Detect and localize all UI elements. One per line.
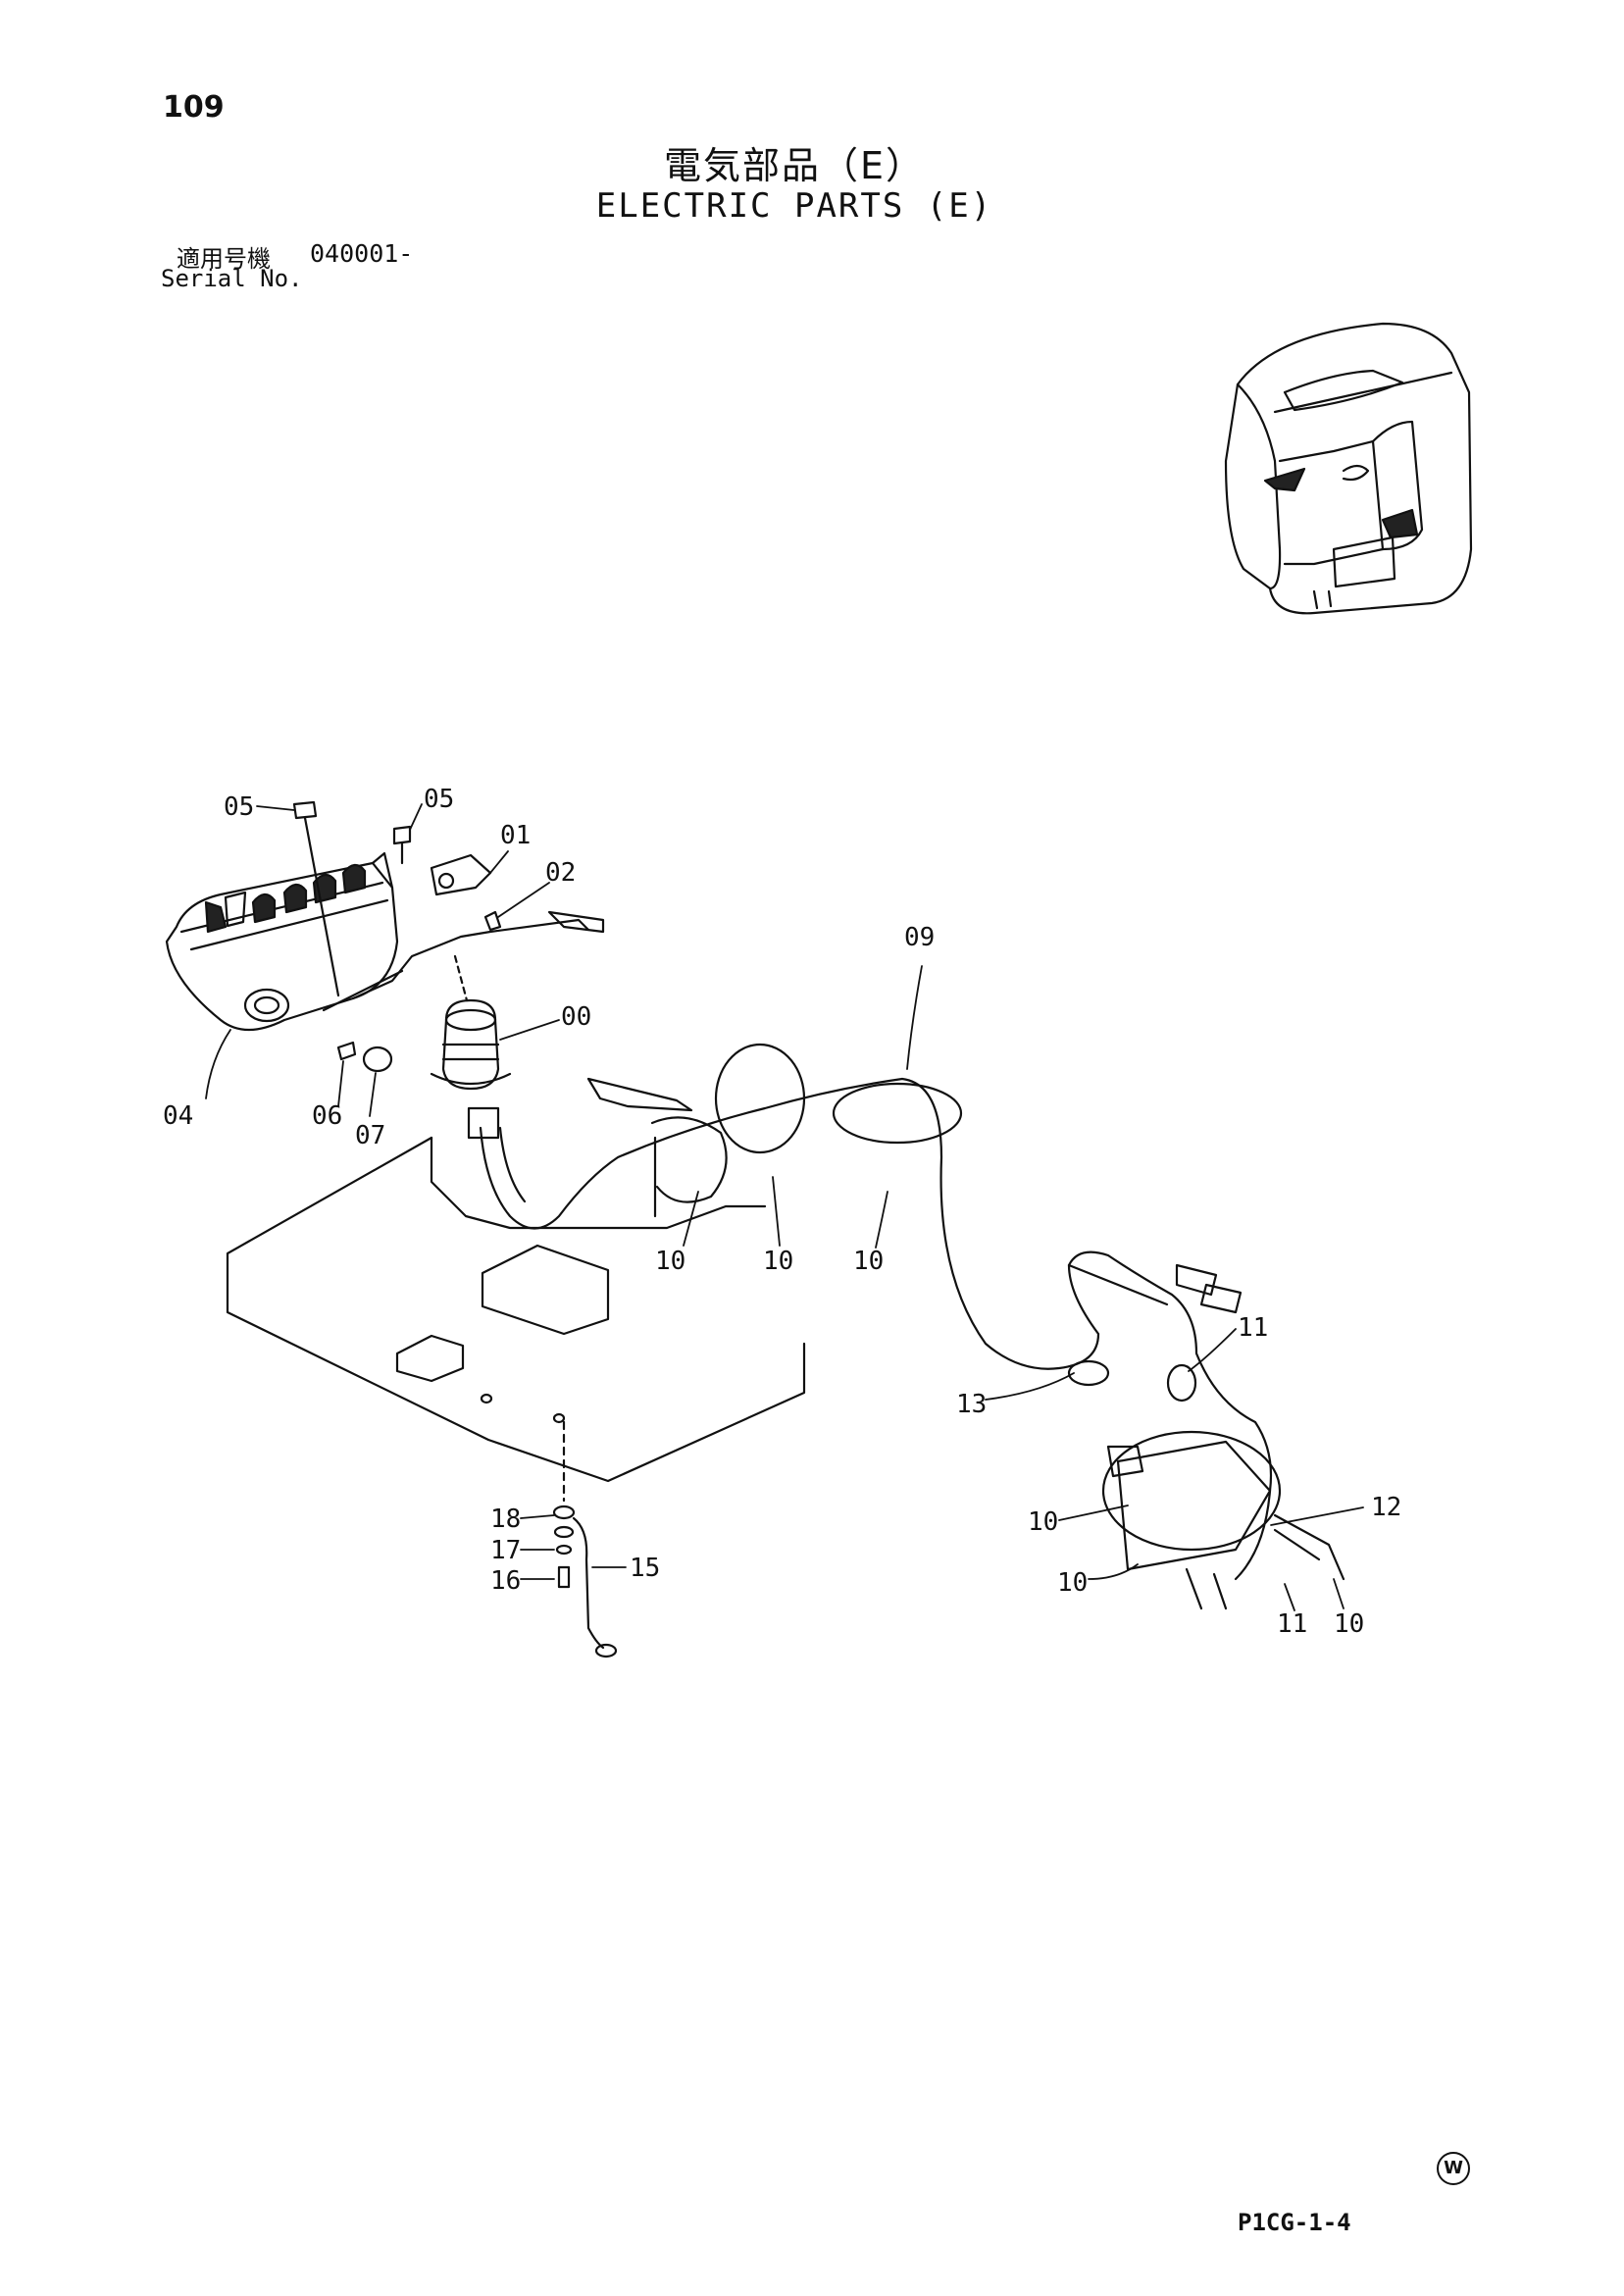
- footer-page-code: P1CG-1-4: [1238, 2209, 1351, 2236]
- callout-10a: 10: [655, 1247, 685, 1276]
- callout-11a: 11: [1238, 1313, 1268, 1343]
- key-switch-part-00: [430, 954, 512, 1091]
- bolt-part-05a: [292, 800, 340, 997]
- callout-04: 04: [163, 1101, 193, 1131]
- page-title-en: ELECTRIC PARTS (E): [595, 186, 993, 226]
- cap-part-07: [362, 1046, 393, 1073]
- callout-10b: 10: [763, 1247, 793, 1276]
- bolt-part-05b: [392, 825, 412, 865]
- callout-15: 15: [630, 1554, 660, 1583]
- page-number: 109: [163, 90, 225, 125]
- callout-10d: 10: [1028, 1507, 1058, 1537]
- serial-label-jp: 適用号機: [177, 245, 271, 273]
- callout-10c: 10: [853, 1247, 884, 1276]
- callout-05b: 05: [424, 785, 454, 814]
- callout-11b: 11: [1277, 1609, 1307, 1639]
- wire-harness: [467, 1043, 1345, 1610]
- leader-lines: [205, 803, 1364, 1611]
- ground-cable: [552, 1420, 618, 1658]
- callout-10f: 10: [1334, 1609, 1364, 1639]
- cab-thumbnail: [1224, 322, 1473, 615]
- serial-label-en: Serial No.: [161, 265, 303, 292]
- serial-number-value: 040001-: [310, 239, 414, 268]
- callout-00: 00: [561, 1002, 591, 1032]
- callout-18: 18: [490, 1505, 521, 1534]
- callout-05a: 05: [224, 792, 254, 822]
- callout-01: 01: [500, 821, 531, 850]
- callout-06: 06: [312, 1101, 342, 1131]
- callout-10e: 10: [1057, 1568, 1088, 1598]
- callout-labels: 05 05 01 02 09 00 04 06 07 10 10 10 11 1…: [163, 785, 1401, 1639]
- callout-09: 09: [904, 923, 935, 952]
- footer-mark: W: [1437, 2152, 1470, 2185]
- callout-02: 02: [545, 858, 576, 888]
- switch-panel: [165, 851, 605, 1031]
- part-06: [336, 1041, 357, 1061]
- cab-floor-plate: [226, 1136, 806, 1483]
- screw-part-02: [483, 910, 502, 932]
- callout-12: 12: [1371, 1493, 1401, 1522]
- callout-17: 17: [490, 1536, 521, 1565]
- callout-16: 16: [490, 1566, 521, 1596]
- callout-13: 13: [956, 1390, 987, 1419]
- page-title-jp: 電気部品（E）: [663, 144, 925, 187]
- callout-07: 07: [355, 1121, 385, 1150]
